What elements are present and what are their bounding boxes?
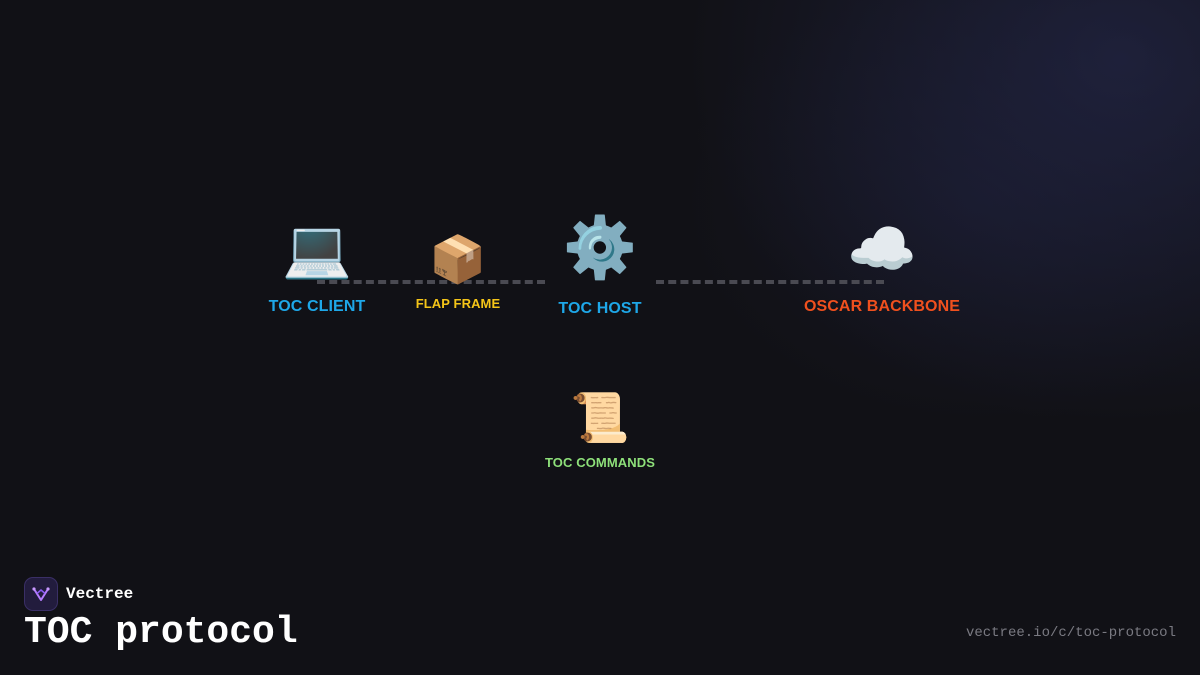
node-label-oscar-backbone: OSCAR BACKBONE <box>803 298 961 315</box>
vectree-logo-icon <box>24 577 58 611</box>
package-icon: 📦 <box>429 232 487 286</box>
node-toc-host: ⚙️ TOC HOST <box>558 218 641 318</box>
laptop-icon: 💻 <box>282 217 352 282</box>
node-flap-frame: 📦 FLAP FRAME <box>416 236 501 311</box>
edge-client-to-host <box>317 280 545 284</box>
page-title: TOC protocol <box>24 611 298 654</box>
node-label-toc-host: TOC HOST <box>558 300 642 317</box>
source-url[interactable]: vectree.io/c/toc-protocol <box>965 625 1176 641</box>
cloud-icon: ☁️ <box>847 217 917 282</box>
node-oscar-backbone: ☁️ OSCAR BACKBONE <box>804 222 960 316</box>
brand: Vectree <box>24 577 133 611</box>
gear-icon: ⚙️ <box>562 213 638 283</box>
node-label-toc-commands: TOC COMMANDS <box>544 455 656 470</box>
node-toc-commands: 📜 TOC COMMANDS <box>545 394 655 470</box>
node-label-toc-client: TOC CLIENT <box>268 298 366 315</box>
scroll-icon: 📜 <box>570 390 630 446</box>
node-toc-client: 💻 TOC CLIENT <box>269 222 366 316</box>
edge-host-to-oscar <box>656 280 884 284</box>
brand-name: Vectree <box>66 585 134 603</box>
node-label-flap-frame: FLAP FRAME <box>415 296 501 311</box>
